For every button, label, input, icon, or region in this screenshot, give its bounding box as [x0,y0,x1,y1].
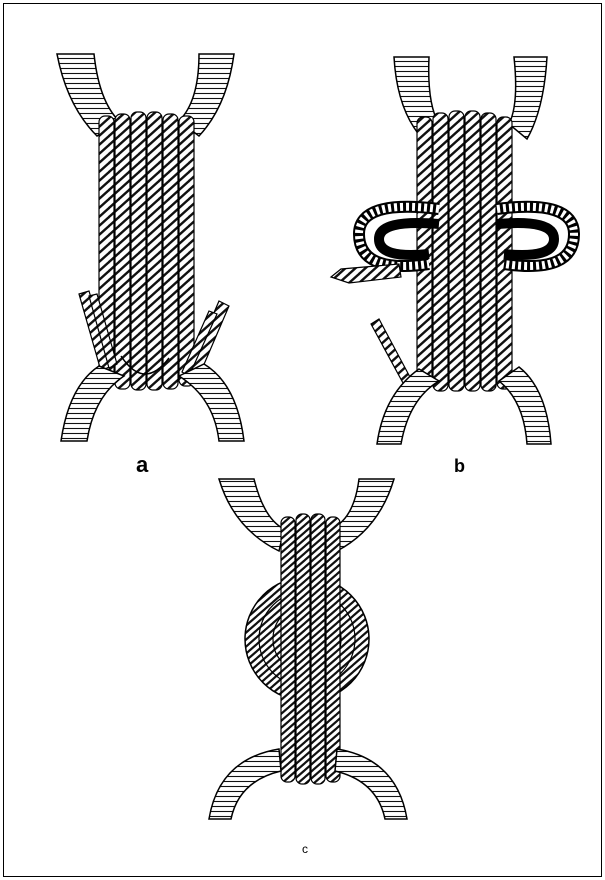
panel-label-a: a [136,452,148,478]
splice-diagram-c [209,469,409,834]
splice-diagram-b [329,49,599,444]
panel-label-c: c [302,842,308,856]
figure-frame: a b c [3,3,602,877]
panel-label-b: b [454,456,465,477]
splice-diagram-a [49,46,259,446]
